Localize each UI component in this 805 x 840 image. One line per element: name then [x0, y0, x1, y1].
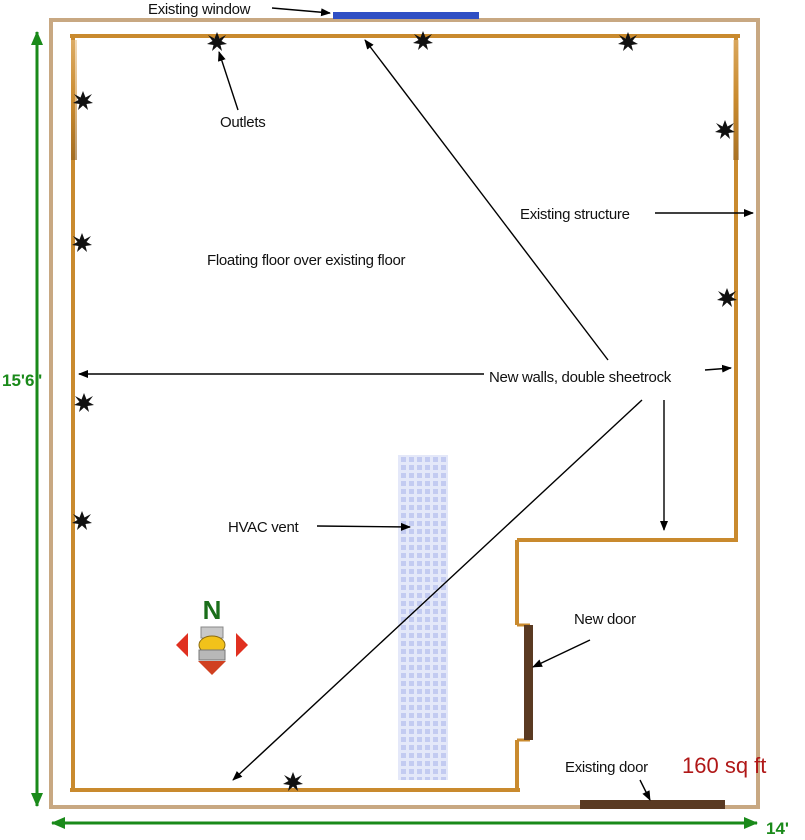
new-door	[517, 623, 533, 742]
label-existing-window: Existing window	[148, 1, 251, 18]
annotation-arrows	[78, 7, 754, 801]
existing-structure-walls	[49, 18, 760, 809]
hvac-vent	[398, 455, 448, 780]
label-existing-structure: Existing structure	[520, 206, 630, 223]
label-floating-floor: Floating floor over existing floor	[207, 252, 406, 269]
compass-north-label: N	[203, 595, 222, 625]
area-label: 160 sq ft	[682, 753, 766, 778]
dimension-lines	[31, 31, 758, 829]
label-new-walls: New walls, double sheetrock	[489, 369, 672, 386]
existing-window	[333, 12, 479, 19]
label-new-door: New door	[574, 611, 636, 628]
existing-door	[580, 800, 725, 809]
compass-icon: N	[176, 595, 248, 675]
dimension-width: 14'	[766, 819, 789, 838]
outlet-burst-icon	[74, 393, 94, 412]
outlet-burst-icon	[413, 31, 433, 50]
label-existing-door: Existing door	[565, 759, 648, 776]
dimension-height: 15'6"	[2, 371, 42, 390]
label-outlets: Outlets	[220, 114, 265, 131]
label-hvac-vent: HVAC vent	[228, 519, 300, 536]
outlet-burst-icon	[715, 120, 735, 139]
